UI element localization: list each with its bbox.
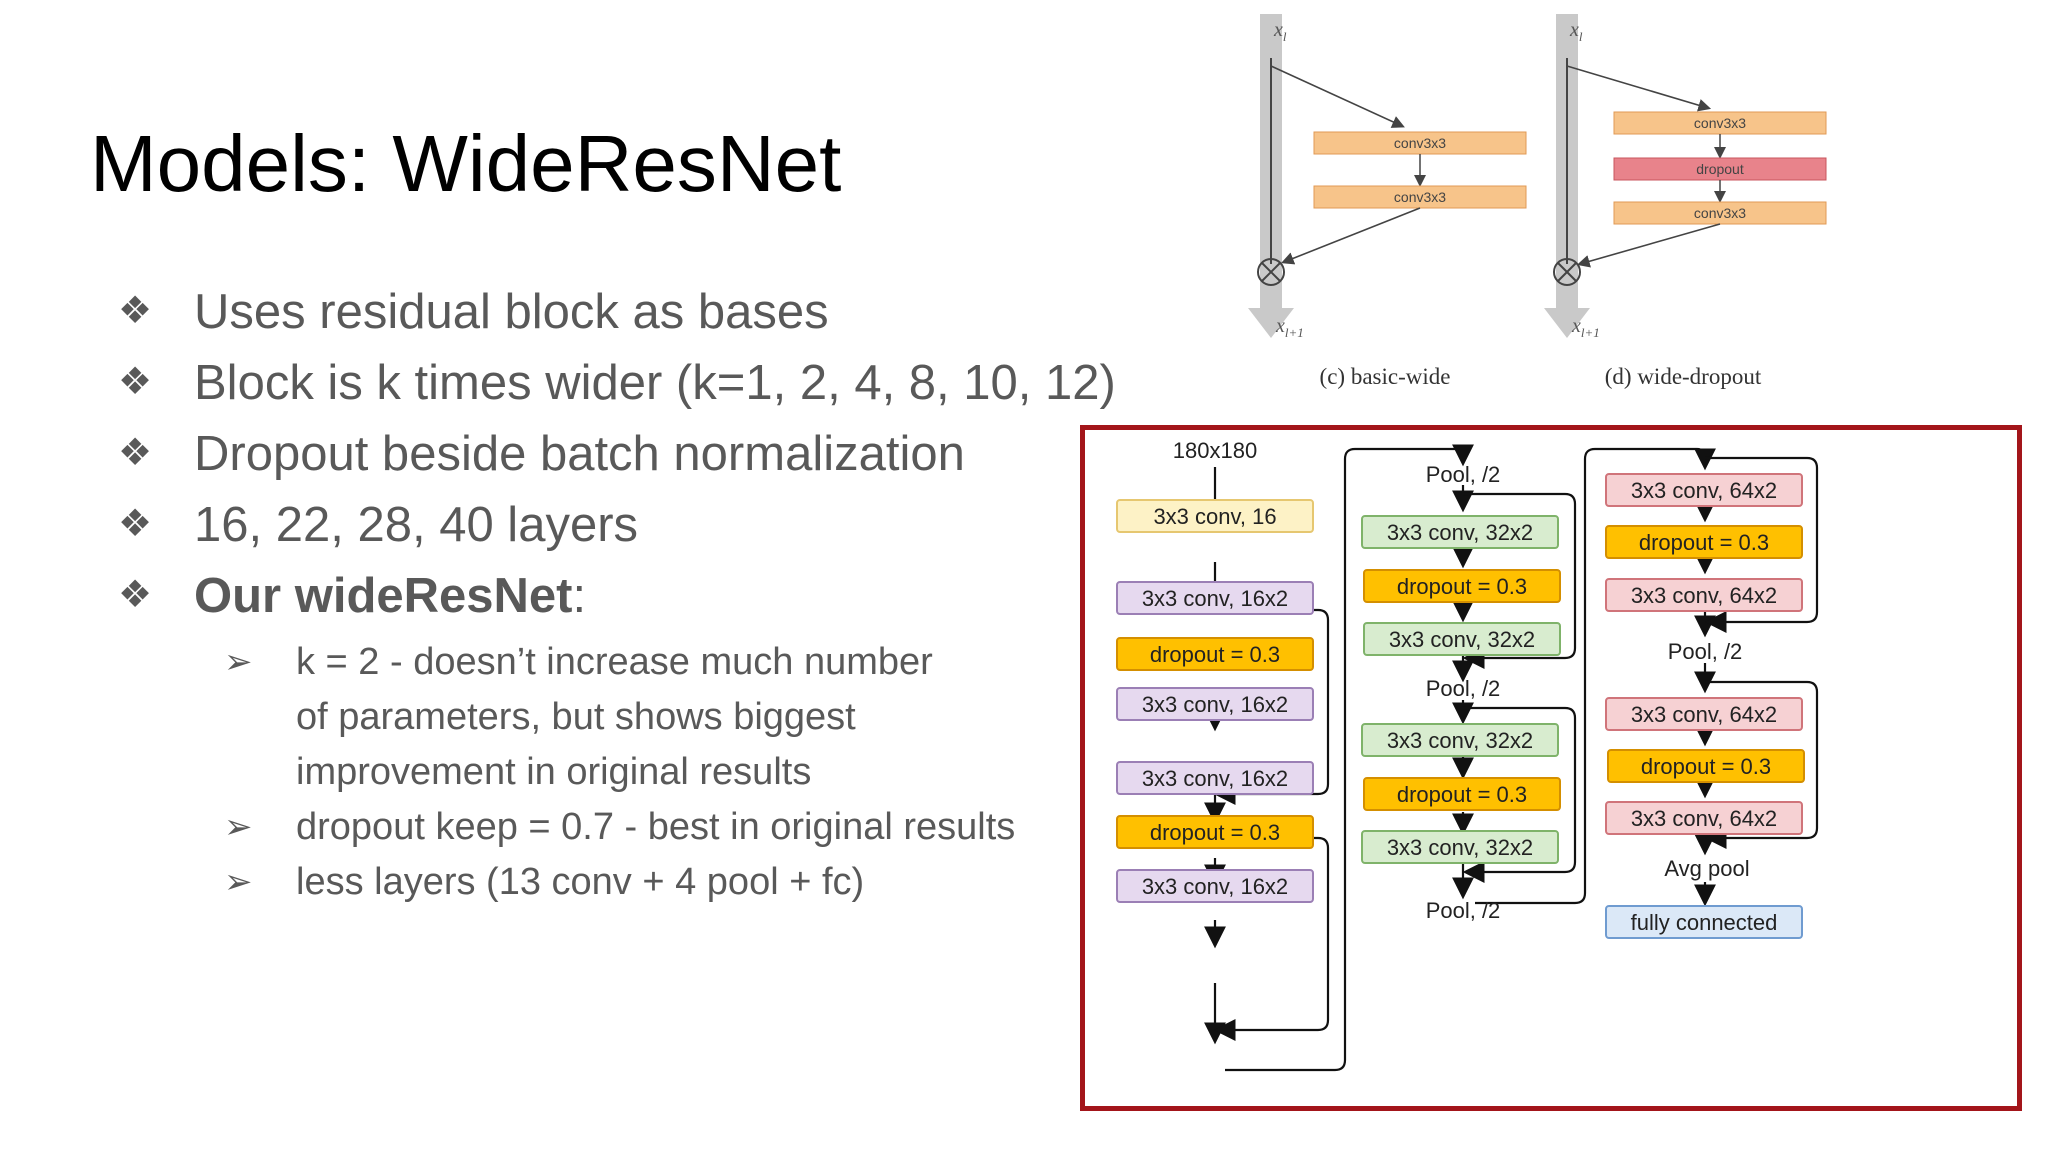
slide-title: Models: WideResNet xyxy=(90,119,842,208)
architecture-svg: 180x180 Pool, /2 Pool, /2 Pool, /2 Pool,… xyxy=(1116,438,1819,1072)
layer-box: 3x3 conv, 16x2 xyxy=(1142,874,1288,899)
input-label: xl xyxy=(1273,19,1287,44)
panel-basic-wide: conv3x3 conv3x3 xl xl+1 (c) basic-wide xyxy=(1248,14,1527,389)
layer-box: dropout = 0.3 xyxy=(1150,642,1280,667)
layer-box: dropout = 0.3 xyxy=(1641,754,1771,779)
add-op-icon xyxy=(1257,258,1285,286)
column-3: 3x3 conv, 64x2 dropout = 0.3 3x3 conv, 6… xyxy=(1605,473,1805,939)
avg-pool-label: Avg pool xyxy=(1664,856,1749,881)
bullet-text: Our wideResNet: xyxy=(194,568,586,624)
layer-box: dropout = 0.3 xyxy=(1639,530,1769,555)
bullet-text: Uses residual block as bases xyxy=(194,285,829,339)
merge-arrow xyxy=(1281,207,1421,265)
arrow-bullet-icon: ➢ xyxy=(224,863,253,901)
bullet-text: Block is k times wider (k=1, 2, 4, 8, 10… xyxy=(194,356,1116,410)
layer-label: conv3x3 xyxy=(1394,135,1446,151)
layer-box: 3x3 conv, 32x2 xyxy=(1389,627,1535,652)
paper-figure: conv3x3 conv3x3 xl xl+1 (c) basic-wide c… xyxy=(1230,8,1860,393)
sub-bullet-line: of parameters, but shows biggest xyxy=(296,696,856,738)
panel-caption: (c) basic-wide xyxy=(1320,364,1451,389)
diamond-bullet-icon: ❖ xyxy=(118,503,153,545)
branch-arrow xyxy=(1566,65,1712,112)
layer-box: 3x3 conv, 64x2 xyxy=(1631,478,1777,503)
pool-label: Pool, /2 xyxy=(1668,639,1743,664)
architecture-diagram: 180x180 Pool, /2 Pool, /2 Pool, /2 Pool,… xyxy=(1080,425,2022,1111)
sub-bullet-line: dropout keep = 0.7 - best in original re… xyxy=(296,806,1016,848)
paper-figure-svg: conv3x3 conv3x3 xl xl+1 (c) basic-wide c… xyxy=(1248,14,1827,389)
layer-label: conv3x3 xyxy=(1394,189,1446,205)
branch-arrow xyxy=(1270,65,1405,128)
layer-box: dropout = 0.3 xyxy=(1397,574,1527,599)
layer-box: 3x3 conv, 16x2 xyxy=(1142,586,1288,611)
pool-label: Pool, /2 xyxy=(1426,898,1501,923)
layer-box: 3x3 conv, 16x2 xyxy=(1142,692,1288,717)
bullet-text: 16, 22, 28, 40 layers xyxy=(194,498,639,552)
diamond-bullet-icon: ❖ xyxy=(118,574,153,616)
layer-label: dropout xyxy=(1696,161,1744,177)
layer-box: fully connected xyxy=(1631,910,1778,935)
sub-bullet-line: improvement in original results xyxy=(296,751,812,793)
bullet-text: Dropout beside batch normalization xyxy=(194,427,965,481)
layer-box: 3x3 conv, 16 xyxy=(1153,504,1276,529)
output-label: xl+1 xyxy=(1571,315,1600,340)
bullet-bold-text: Our wideResNet xyxy=(194,569,573,623)
panel-caption: (d) wide-dropout xyxy=(1605,364,1762,389)
pool-label: Pool, /2 xyxy=(1426,676,1501,701)
layer-box: 3x3 conv, 32x2 xyxy=(1387,520,1533,545)
layer-label: conv3x3 xyxy=(1694,115,1746,131)
layer-box: 3x3 conv, 64x2 xyxy=(1631,702,1777,727)
column-2: 3x3 conv, 32x2 dropout = 0.3 3x3 conv, 3… xyxy=(1361,515,1561,864)
arrow-bullet-icon: ➢ xyxy=(224,808,253,846)
layer-box: 3x3 conv, 32x2 xyxy=(1387,728,1533,753)
sub-bullet-line: k = 2 - doesn’t increase much number xyxy=(296,641,933,683)
pool-label: Pool, /2 xyxy=(1426,462,1501,487)
panel-wide-dropout: conv3x3 dropout conv3x3 xl xl+1 (d) wide… xyxy=(1544,14,1827,389)
layer-box: 3x3 conv, 64x2 xyxy=(1631,583,1777,608)
column-1: 3x3 conv, 16 3x3 conv, 16x2 dropout = 0.… xyxy=(1116,499,1314,903)
sub-bullet-line: less layers (13 conv + 4 pool + fc) xyxy=(296,861,865,903)
output-label: xl+1 xyxy=(1275,315,1304,340)
diamond-bullet-icon: ❖ xyxy=(118,432,153,474)
merge-arrow xyxy=(1576,223,1721,268)
layer-box: 3x3 conv, 32x2 xyxy=(1387,835,1533,860)
arrow-bullet-icon: ➢ xyxy=(224,643,253,681)
diamond-bullet-icon: ❖ xyxy=(118,290,153,332)
input-label: xl xyxy=(1569,19,1583,44)
diamond-bullet-icon: ❖ xyxy=(118,361,153,403)
layer-box: 3x3 conv, 16x2 xyxy=(1142,766,1288,791)
add-op-icon xyxy=(1553,258,1581,286)
layer-label: conv3x3 xyxy=(1694,205,1746,221)
layer-box: 3x3 conv, 64x2 xyxy=(1631,806,1777,831)
bullet-suffix: : xyxy=(572,569,587,623)
layer-box: dropout = 0.3 xyxy=(1150,820,1280,845)
input-size-label: 180x180 xyxy=(1173,438,1257,463)
layer-box: dropout = 0.3 xyxy=(1397,782,1527,807)
